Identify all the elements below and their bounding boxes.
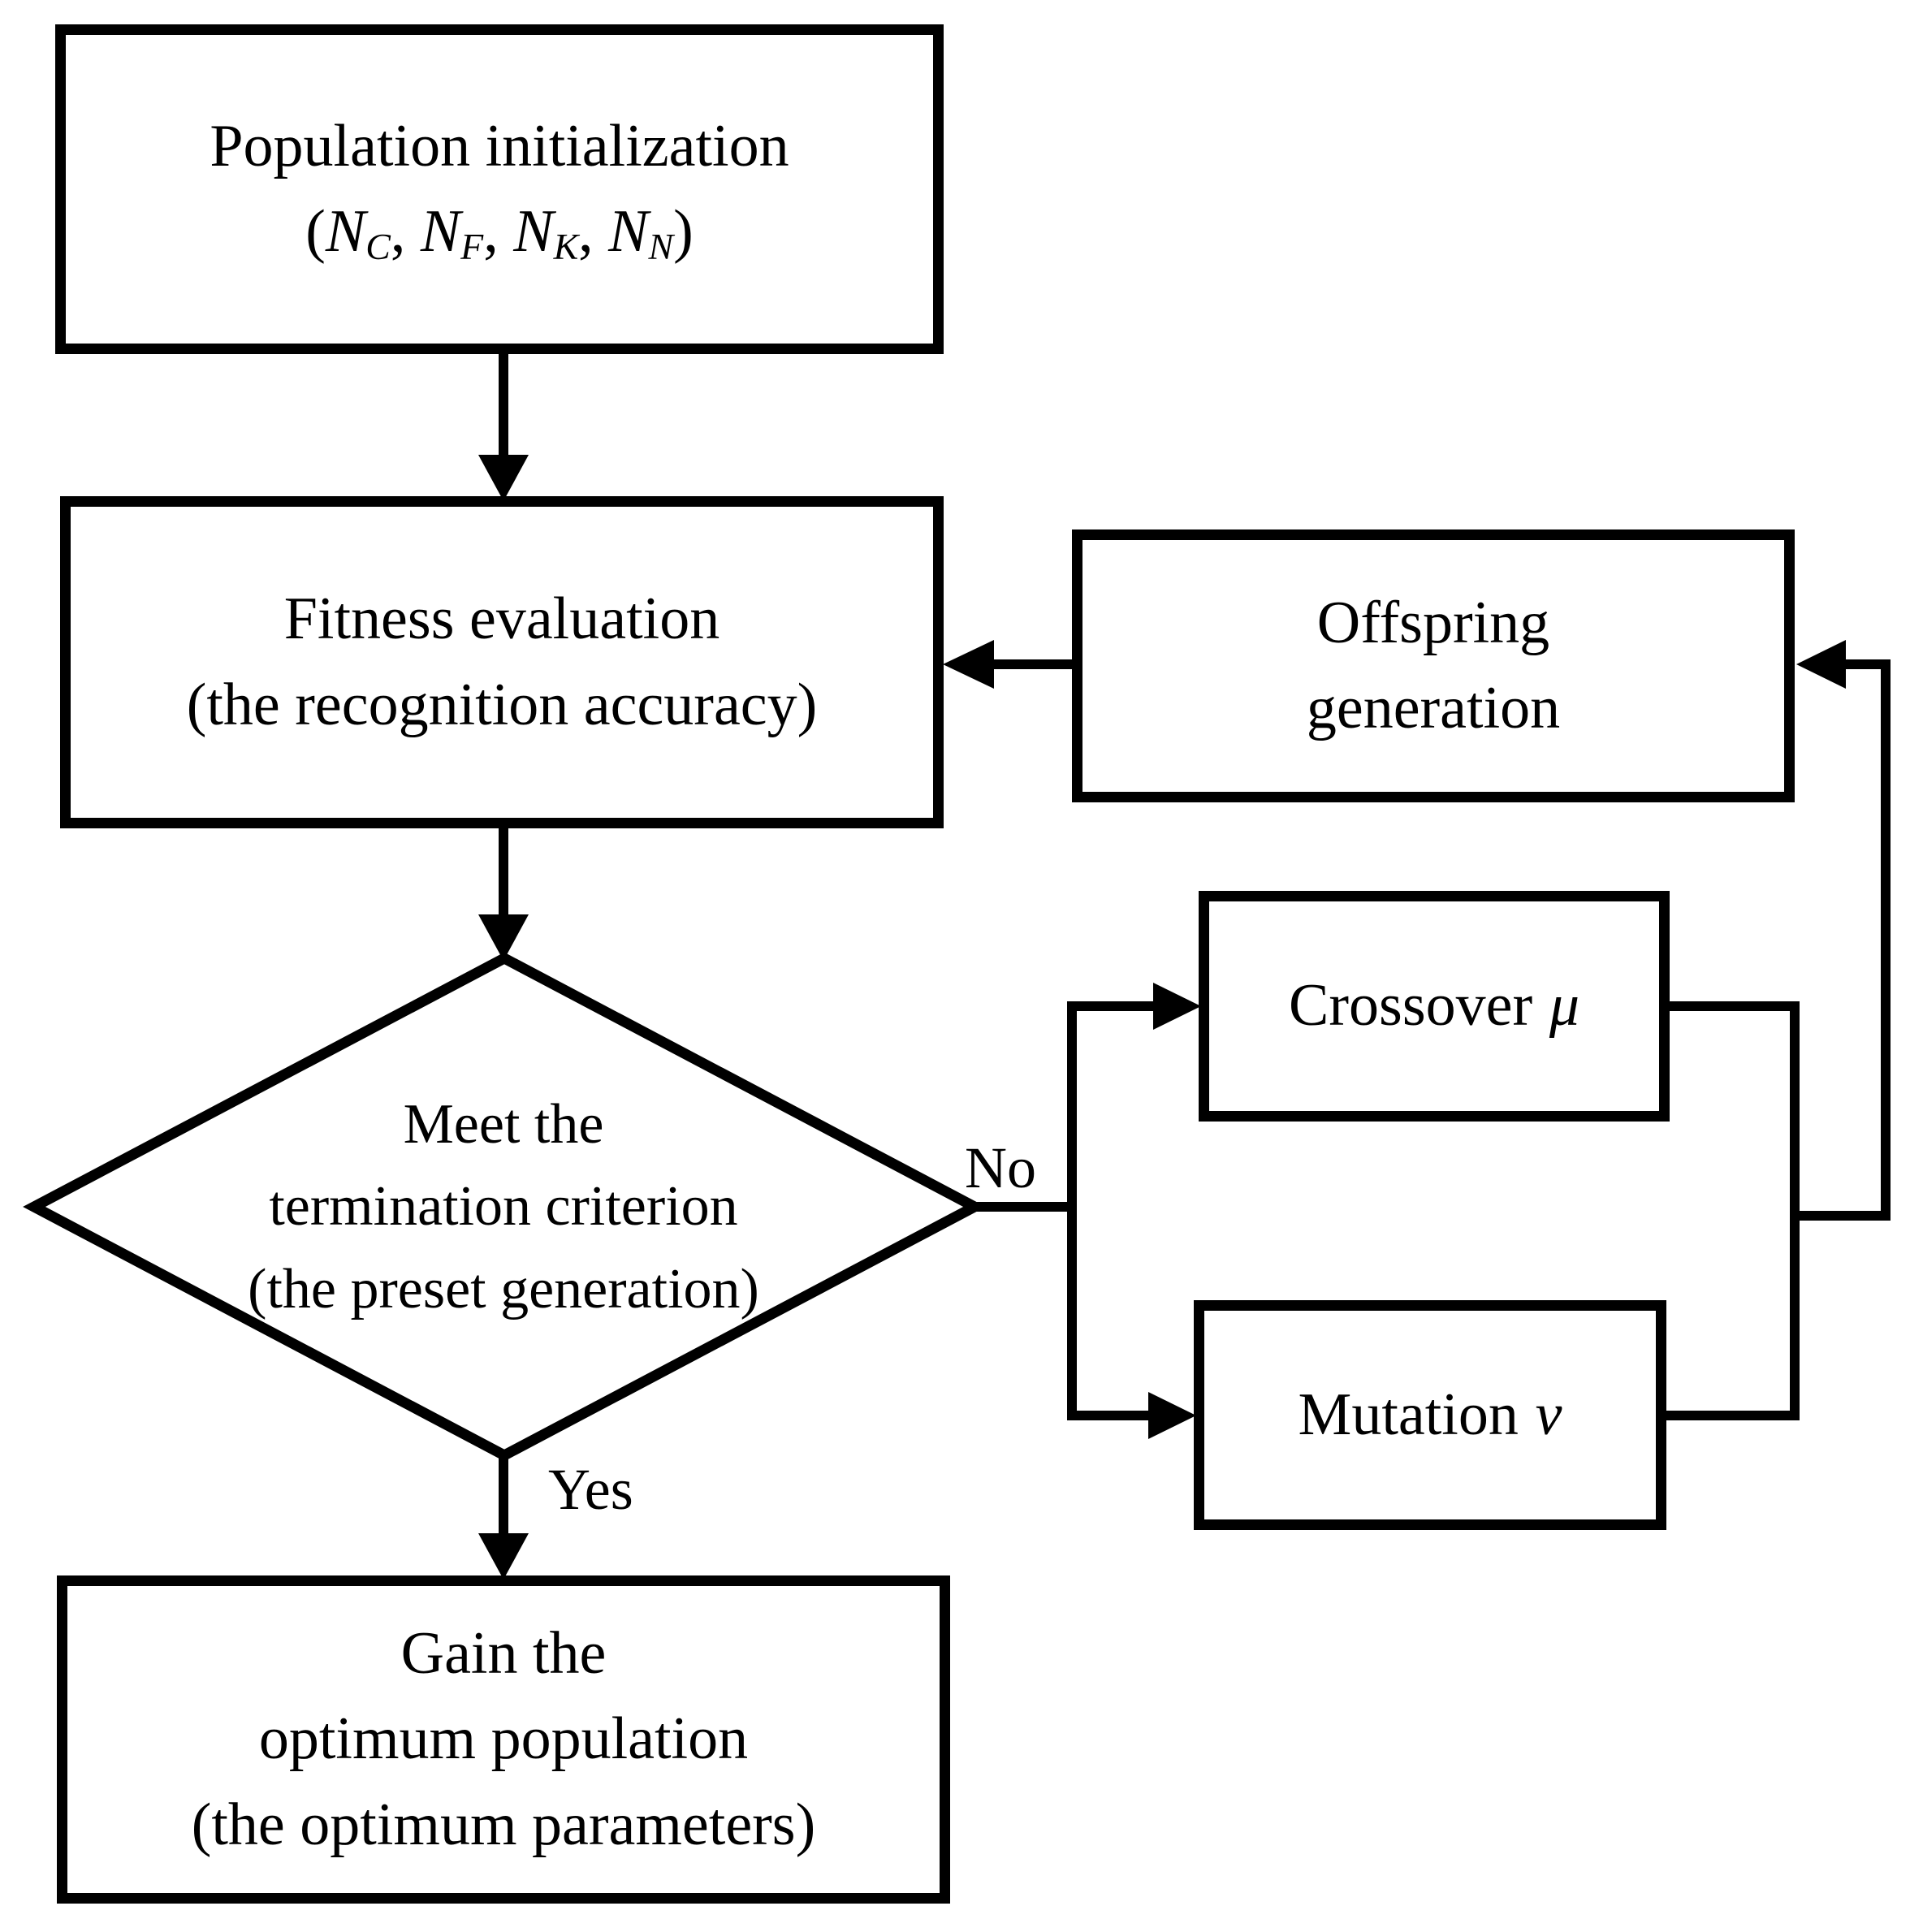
gain-line2: optimum population bbox=[258, 1705, 749, 1773]
fitness-subtitle: (the recognition accuracy) bbox=[186, 671, 818, 738]
arrowhead-to-crossover bbox=[1153, 983, 1201, 1030]
mutation-word: Mutation bbox=[1298, 1381, 1519, 1448]
gain-line1: Gain the bbox=[400, 1620, 607, 1688]
arrowhead-offspring-to-fitness bbox=[943, 640, 994, 689]
node-offspring-generation: Offspring generation bbox=[1072, 529, 1795, 802]
offspring-line1: Offspring bbox=[1316, 589, 1550, 656]
population-title: Population initialization bbox=[210, 112, 789, 179]
arrowhead-yes-to-gain bbox=[478, 1533, 529, 1580]
yes-edge-label: Yes bbox=[548, 1457, 633, 1522]
arrowhead-population-to-fitness bbox=[478, 455, 529, 501]
crossover-word: Crossover bbox=[1289, 972, 1533, 1039]
node-fitness-evaluation: Fitness evaluation (the recognition accu… bbox=[60, 496, 944, 828]
node-population-initialization: Population initialization (NC, NF, NK, N… bbox=[55, 24, 944, 354]
arrowhead-feedback-to-offspring bbox=[1796, 640, 1846, 689]
arrowhead-fitness-to-decision bbox=[478, 914, 529, 961]
node-gain-optimum-population: Gain the optimum population (the optimum… bbox=[57, 1575, 950, 1904]
mutation-symbol-v: v bbox=[1535, 1381, 1562, 1448]
no-edge-label: No bbox=[965, 1135, 1036, 1200]
crossover-symbol-mu: μ bbox=[1549, 972, 1579, 1039]
arrowhead-to-mutation bbox=[1148, 1392, 1196, 1439]
offspring-line2: generation bbox=[1306, 675, 1561, 741]
decision-diamond bbox=[23, 952, 986, 1462]
population-parameters: (NC, NF, NK, NN) bbox=[305, 198, 694, 268]
fitness-title: Fitness evaluation bbox=[283, 586, 720, 653]
gain-line3: (the optimum parameters) bbox=[191, 1791, 816, 1858]
